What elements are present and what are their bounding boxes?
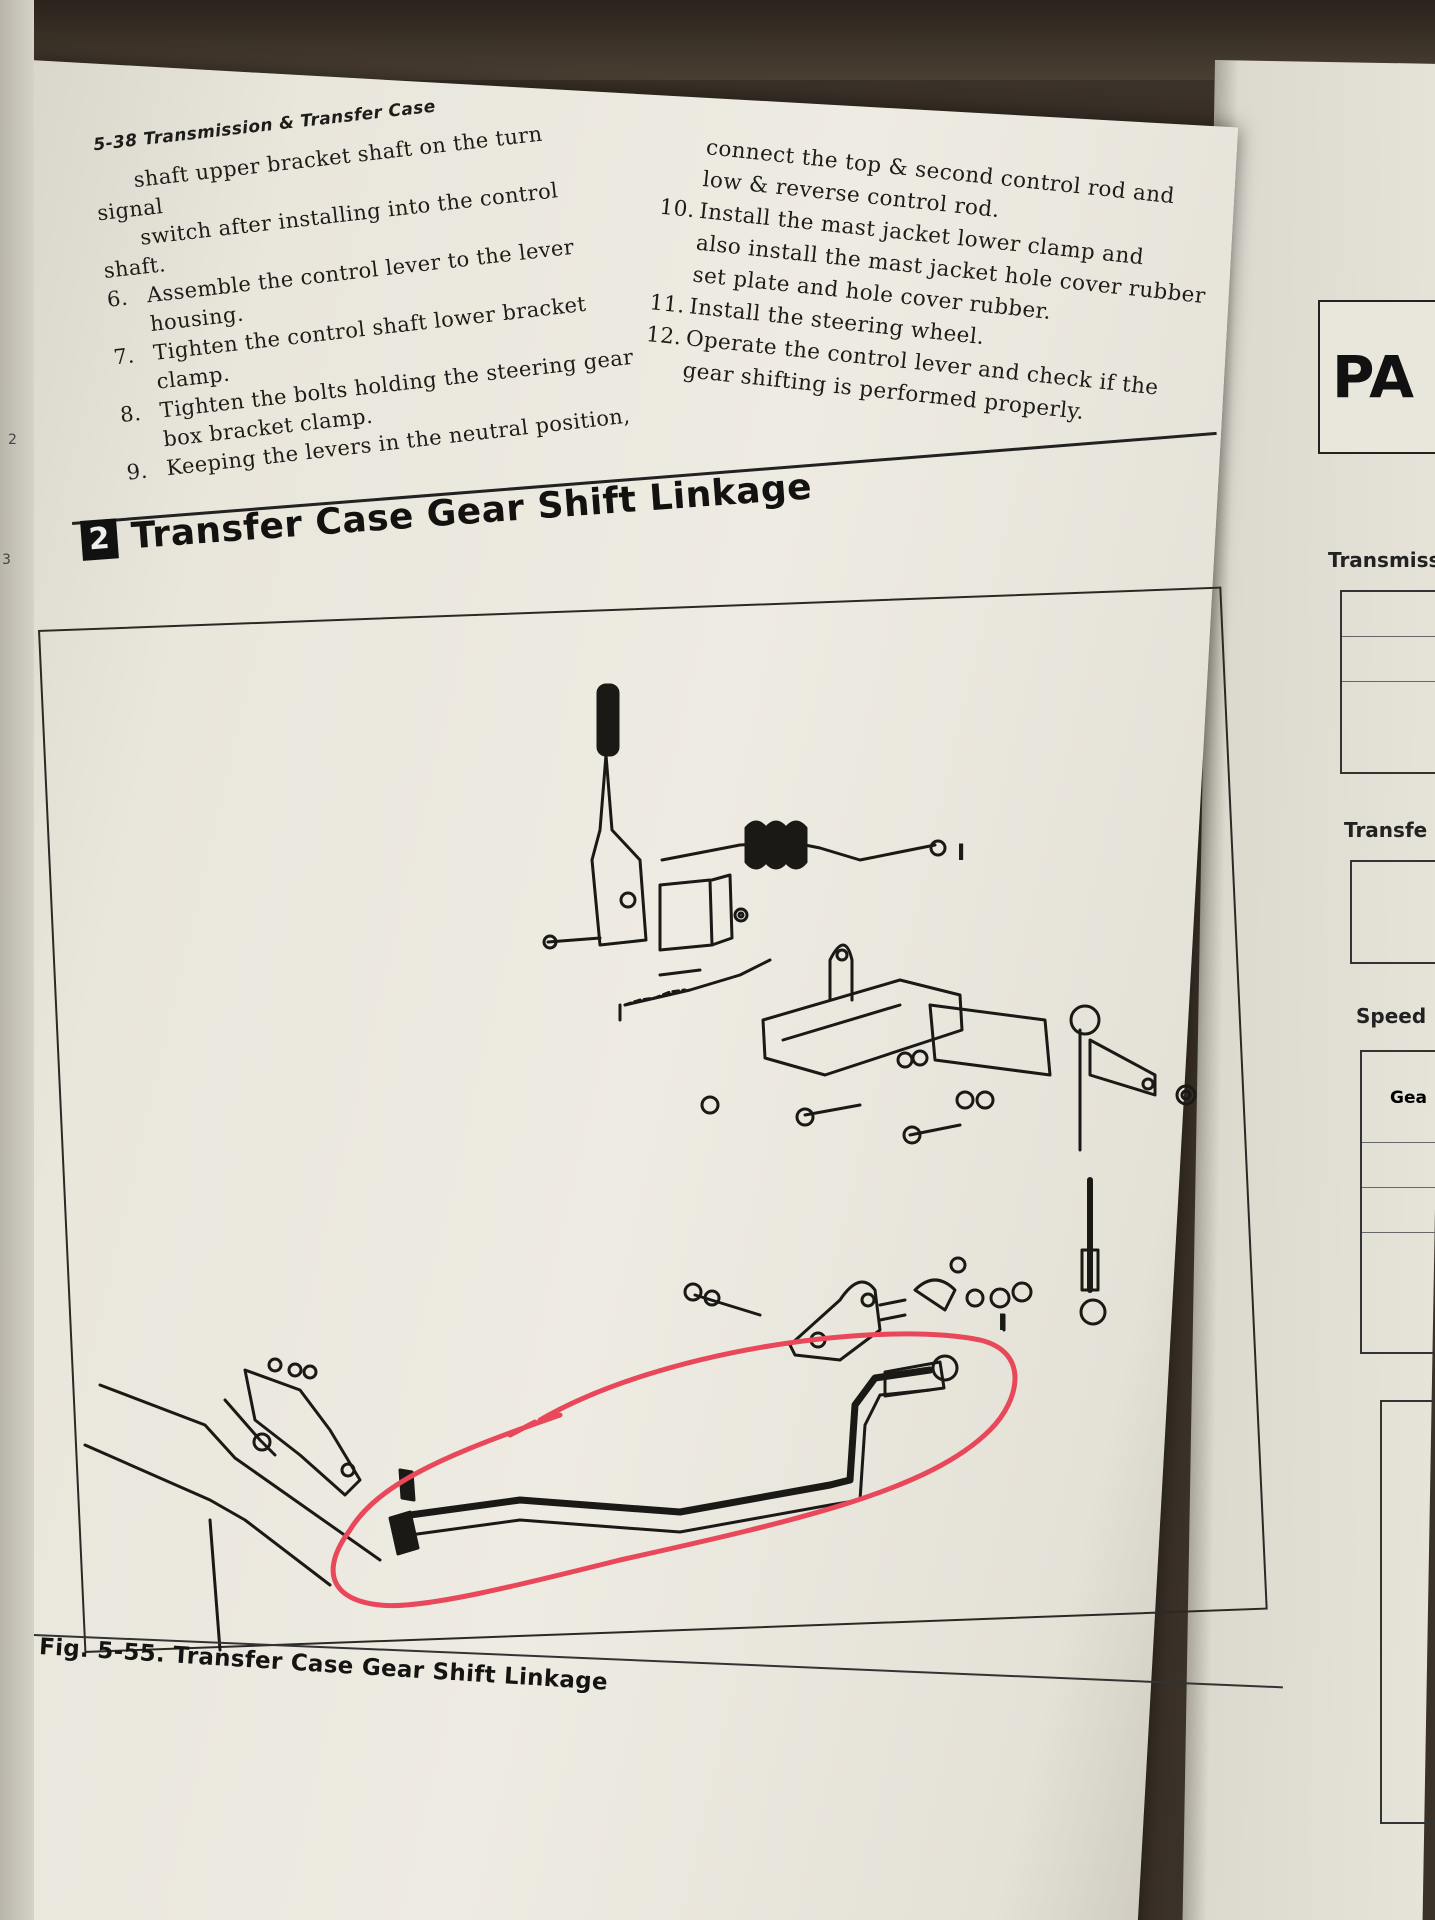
table-row — [1352, 862, 1435, 906]
speed-table: Gea — [1360, 1050, 1435, 1354]
left-page-edge — [0, 0, 34, 1920]
red-annotation-ellipse — [330, 1331, 1018, 1609]
vertical-rod — [1079, 1177, 1107, 1326]
part-label-2: I — [998, 1311, 1006, 1336]
transfer-shift-rod — [388, 1354, 959, 1556]
table-row: L — [1342, 592, 1435, 637]
right-page-heading-box: PA — [1318, 300, 1435, 454]
lower-bracket-cluster — [683, 1256, 1033, 1362]
label-transmiss: Transmiss — [1328, 548, 1435, 572]
bracket-assembly — [700, 943, 1197, 1152]
margin-number-3: 3 — [2, 552, 11, 568]
label-transfe: Transfe — [1344, 818, 1428, 842]
label-speed: Speed — [1356, 1004, 1427, 1028]
transfer-table — [1350, 860, 1435, 964]
transmission-table: L S — [1340, 590, 1435, 774]
table-row — [1362, 1233, 1435, 1277]
margin-number-2: 2 — [8, 432, 17, 448]
upper-control-rod — [660, 820, 947, 923]
table-row — [1342, 682, 1435, 726]
table-row — [1362, 1188, 1435, 1233]
transfer-lever — [83, 1357, 382, 1652]
lower-table — [1380, 1400, 1435, 1824]
table-row — [1362, 1143, 1435, 1188]
part-label-1: I — [957, 841, 965, 866]
table-row: Gea — [1362, 1052, 1435, 1143]
table-row: S — [1342, 637, 1435, 682]
shift-lever — [542, 683, 772, 1022]
background-shadow — [0, 0, 1435, 80]
